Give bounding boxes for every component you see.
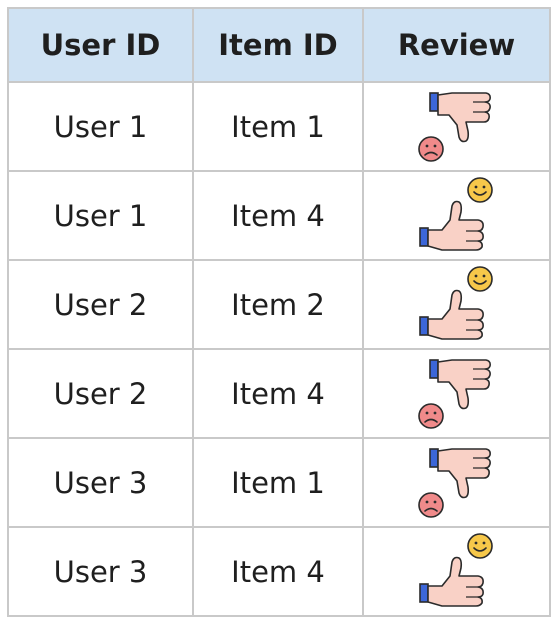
thumbs-down-icon bbox=[428, 447, 491, 498]
user-id-cell: User 3 bbox=[7, 526, 194, 617]
thumbs-up-icon bbox=[416, 532, 498, 612]
thumbs-down-icon bbox=[416, 87, 498, 167]
thumbs-down-icon bbox=[428, 91, 491, 142]
header-review: Review bbox=[362, 7, 551, 83]
sad-face-icon bbox=[417, 135, 444, 162]
review-cell bbox=[362, 170, 551, 261]
item-id-cell: Item 1 bbox=[192, 81, 364, 172]
happy-face-icon bbox=[466, 532, 493, 559]
table-row: User 3 Item 1 bbox=[7, 437, 551, 528]
item-id-cell: Item 1 bbox=[192, 437, 364, 528]
thumbs-down-icon bbox=[416, 354, 498, 434]
table-row: User 2 Item 4 bbox=[7, 348, 551, 439]
header-row: User ID Item ID Review bbox=[7, 7, 551, 83]
thumbs-up-icon bbox=[416, 176, 498, 256]
item-id-cell: Item 4 bbox=[192, 526, 364, 617]
user-id-cell: User 2 bbox=[7, 348, 194, 439]
review-cell bbox=[362, 81, 551, 172]
table-row: User 1 Item 4 bbox=[7, 170, 551, 261]
thumbs-up-icon bbox=[418, 289, 484, 340]
thumbs-down-icon bbox=[416, 443, 498, 523]
user-id-cell: User 3 bbox=[7, 437, 194, 528]
user-id-cell: User 1 bbox=[7, 81, 194, 172]
table-row: User 1 Item 1 bbox=[7, 81, 551, 172]
header-item-id: Item ID bbox=[192, 7, 364, 83]
item-id-cell: Item 2 bbox=[192, 259, 364, 350]
item-id-cell: Item 4 bbox=[192, 348, 364, 439]
review-cell bbox=[362, 348, 551, 439]
review-cell bbox=[362, 437, 551, 528]
user-id-cell: User 2 bbox=[7, 259, 194, 350]
sad-face-icon bbox=[417, 402, 444, 429]
sad-face-icon bbox=[417, 491, 444, 518]
review-table-container: User ID Item ID Review User 1 Item 1 U bbox=[7, 7, 551, 625]
user-id-cell: User 1 bbox=[7, 170, 194, 261]
review-cell bbox=[362, 526, 551, 617]
review-table: User ID Item ID Review User 1 Item 1 U bbox=[7, 7, 551, 617]
item-id-cell: Item 4 bbox=[192, 170, 364, 261]
thumbs-up-icon bbox=[418, 556, 484, 607]
happy-face-icon bbox=[466, 265, 493, 292]
happy-face-icon bbox=[466, 176, 493, 203]
review-cell bbox=[362, 259, 551, 350]
table-body: User 1 Item 1 User 1 Item 4 bbox=[7, 81, 551, 617]
thumbs-up-icon bbox=[416, 265, 498, 345]
thumbs-down-icon bbox=[428, 358, 491, 409]
header-user-id: User ID bbox=[7, 7, 194, 83]
table-header: User ID Item ID Review bbox=[7, 7, 551, 83]
table-row: User 2 Item 2 bbox=[7, 259, 551, 350]
table-row: User 3 Item 4 bbox=[7, 526, 551, 617]
thumbs-up-icon bbox=[418, 200, 484, 251]
